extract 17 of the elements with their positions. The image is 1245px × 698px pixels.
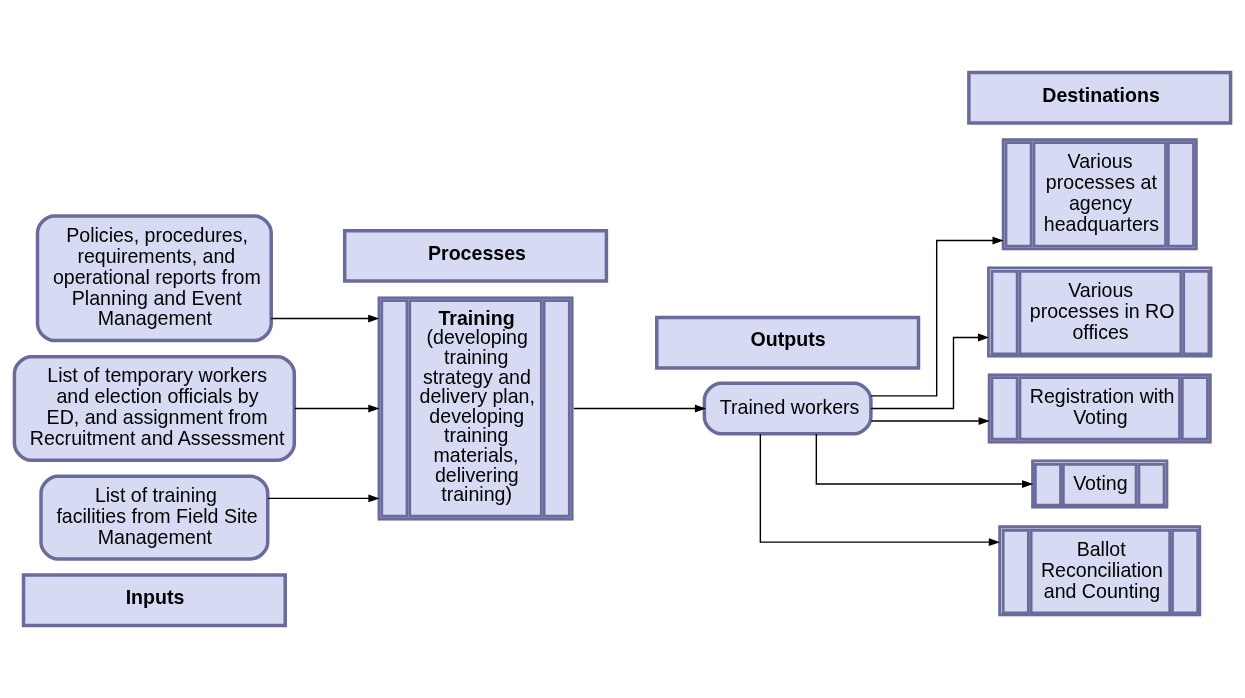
node-box: Destinations [967, 70, 1233, 125]
arrow [294, 404, 380, 413]
node-box: List of training facilities from Field Site Management [39, 474, 270, 561]
arrow [267, 494, 380, 503]
arrow [815, 433, 1034, 488]
arrow [573, 404, 707, 413]
node-box: Inputs [21, 573, 287, 628]
node-box: Outputs [655, 315, 921, 370]
arrow [759, 433, 1000, 547]
arrow [870, 333, 990, 410]
node-box: Policies, procedures, requirements, and operational reports from Planning and Event Management [35, 214, 273, 343]
node-box: Trained workers [702, 381, 873, 436]
node-box: Processes [342, 229, 609, 283]
node-box: List of temporary workers and election officials by ED, and assignment from Recruitment and Assessment [12, 354, 297, 462]
arrow [870, 417, 990, 425]
arrow [270, 314, 380, 323]
arrow [870, 236, 1004, 397]
